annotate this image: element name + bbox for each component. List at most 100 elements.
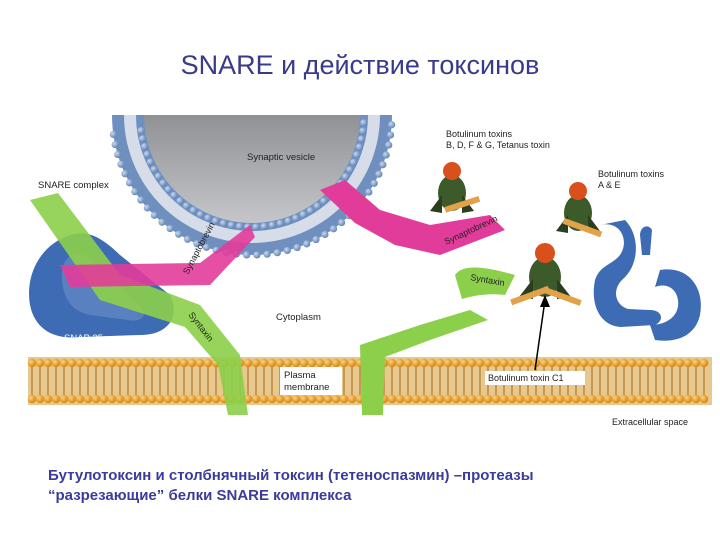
botulinum-c1-label: Botulinum toxin C1	[488, 373, 564, 383]
snare-toxin-diagram: Synaptic vesicle SNARE complex Botulinum…	[0, 115, 720, 435]
snap25-right-label: SNAP-25	[614, 333, 654, 344]
lipid-head	[404, 359, 412, 367]
lipid-head	[508, 395, 516, 403]
vesicle-lipid-head	[307, 207, 314, 214]
lipid-head	[692, 359, 700, 367]
vesicle-lipid-head	[252, 223, 259, 230]
botulinum-ae-label-1: Botulinum toxins	[598, 169, 665, 179]
lipid-head	[620, 395, 628, 403]
lipid-head	[604, 359, 612, 367]
lipid-head	[164, 359, 172, 367]
lipid-head	[180, 395, 188, 403]
vesicle-lipid-head	[359, 127, 366, 134]
lipid-head	[540, 359, 548, 367]
lipid-head	[492, 395, 500, 403]
vesicle-lipid-head	[321, 231, 328, 238]
vesicle-lipid-head	[236, 223, 243, 230]
lipid-head	[276, 359, 284, 367]
vesicle-lipid-head	[388, 121, 395, 128]
lipid-head	[516, 359, 524, 367]
lipid-head	[484, 359, 492, 367]
lipid-head	[396, 395, 404, 403]
vesicle-lipid-head	[300, 211, 307, 218]
lipid-head	[468, 359, 476, 367]
lipid-head	[668, 395, 676, 403]
lipid-head	[324, 359, 332, 367]
lipid-head	[396, 359, 404, 367]
synaptic-vesicle-label: Synaptic vesicle	[247, 152, 315, 163]
extracellular-label: Extracellular space	[612, 417, 688, 427]
lipid-head	[692, 395, 700, 403]
lipid-head	[260, 359, 268, 367]
slide-caption: Бутулотоксин и столбнячный токсин (тетен…	[48, 466, 688, 506]
vesicle-lipid-head	[292, 214, 299, 221]
lipid-head	[68, 395, 76, 403]
lipid-head	[100, 395, 108, 403]
vesicle-lipid-head	[228, 221, 235, 228]
lipid-head	[340, 359, 348, 367]
vesicle-lipid-head	[269, 222, 276, 229]
toxin-worker-ae	[556, 182, 602, 237]
lipid-head	[428, 395, 436, 403]
lipid-head	[164, 395, 172, 403]
vesicle-lipid-head	[375, 171, 382, 178]
vesicle-lipid-head	[184, 236, 191, 243]
lipid-head	[124, 359, 132, 367]
vesicle-lipid-head	[170, 192, 177, 199]
vesicle-lipid-head	[150, 166, 157, 173]
lipid-head	[636, 395, 644, 403]
botulinum-bdfg-label-1: Botulinum toxins	[446, 129, 513, 139]
lipid-head	[172, 359, 180, 367]
lipid-head	[100, 359, 108, 367]
lipid-head	[436, 359, 444, 367]
lipid-head	[420, 359, 428, 367]
vesicle-lipid-head	[112, 141, 119, 148]
lipid-head	[332, 359, 340, 367]
lipid-head	[412, 395, 420, 403]
lipid-head	[180, 359, 188, 367]
vesicle-lipid-head	[385, 141, 392, 148]
lipid-head	[116, 359, 124, 367]
lipid-head	[612, 359, 620, 367]
toxin-worker-c1	[510, 243, 582, 306]
plasma-membrane-label-box: Plasma membrane	[280, 367, 342, 395]
lipid-head	[140, 359, 148, 367]
lipid-head	[676, 359, 684, 367]
lipid-head	[204, 395, 212, 403]
lipid-head	[676, 395, 684, 403]
lipid-head	[284, 359, 292, 367]
vesicle-lipid-head	[144, 151, 151, 158]
vesicle-lipid-head	[358, 135, 365, 142]
vesicle-lipid-head	[147, 158, 154, 165]
vesicle-lipid-head	[360, 119, 367, 126]
lipid-head	[92, 395, 100, 403]
lipid-head	[668, 359, 676, 367]
snap25-right	[594, 220, 701, 341]
lipid-head	[108, 359, 116, 367]
vesicle-lipid-head	[350, 159, 357, 166]
lipid-head	[156, 359, 164, 367]
vesicle-lipid-head	[312, 236, 319, 243]
lipid-head	[572, 395, 580, 403]
lipid-head	[316, 395, 324, 403]
lipid-head	[292, 395, 300, 403]
lipid-head	[188, 359, 196, 367]
lipid-head	[612, 395, 620, 403]
lipid-head	[28, 359, 36, 367]
lipid-head	[308, 359, 316, 367]
lipid-head	[564, 359, 572, 367]
vesicle-lipid-head	[175, 231, 182, 238]
lipid-head	[140, 395, 148, 403]
botulinum-ae-label-2: A & E	[598, 180, 621, 190]
lipid-head	[116, 395, 124, 403]
lipid-head	[516, 395, 524, 403]
vesicle-lipid-head	[284, 217, 291, 224]
lipid-head	[420, 395, 428, 403]
lipid-head	[260, 395, 268, 403]
lipid-head	[348, 359, 356, 367]
lipid-head	[588, 395, 596, 403]
vesicle-lipid-head	[253, 251, 260, 258]
vesicle-lipid-head	[144, 204, 151, 211]
lipid-head	[44, 359, 52, 367]
lipid-head	[76, 359, 84, 367]
